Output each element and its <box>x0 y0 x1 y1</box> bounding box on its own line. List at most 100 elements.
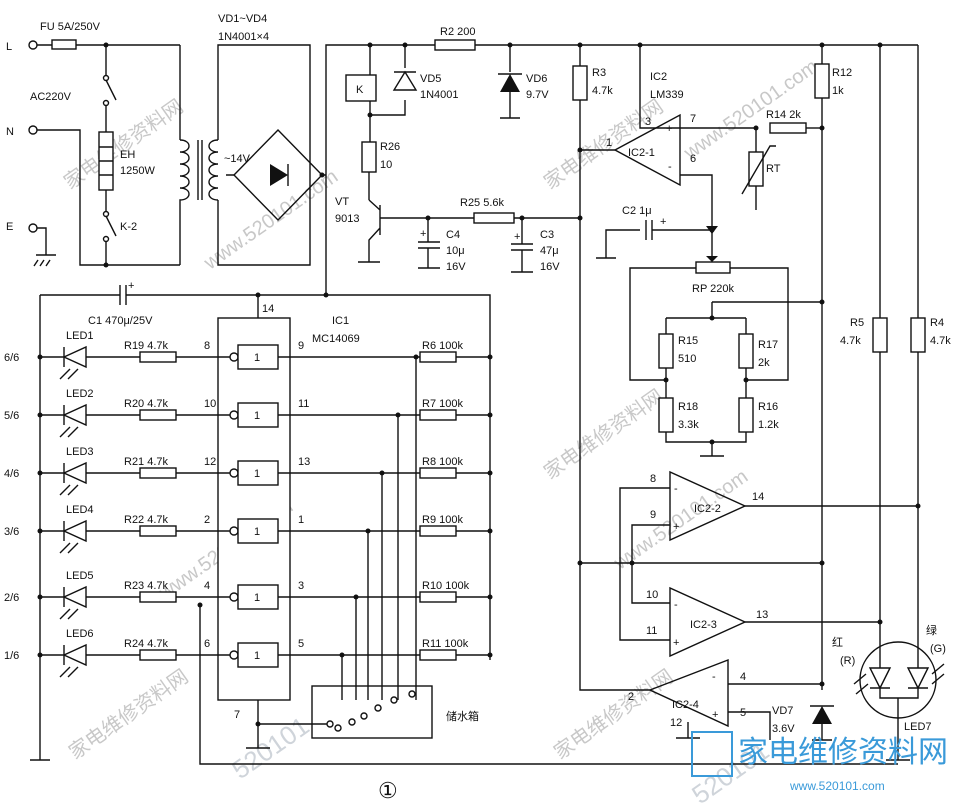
junction-dot <box>487 594 493 600</box>
pulldown-resistor-label: R8 100k <box>422 456 463 468</box>
r25-resistor <box>473 212 515 224</box>
series-resistor-label: R19 4.7k <box>124 340 169 352</box>
bridge-rectifier: VD1~VD4 1N4001×4 <box>218 13 326 222</box>
watermark-number: 520101 <box>226 711 314 785</box>
led-wire <box>40 463 65 483</box>
inverter-input-pin: 1 <box>298 514 304 526</box>
inverter-label: 1 <box>254 468 260 480</box>
watermark-text: 家电维修资料网 <box>539 384 667 484</box>
figure-number: ① <box>378 778 398 803</box>
inverter-input-pin: 9 <box>298 340 304 352</box>
fuse <box>51 39 77 50</box>
r15-label: R15 <box>678 335 698 347</box>
inverter-bubble <box>229 526 239 536</box>
pin-13: 13 <box>756 609 768 621</box>
inverter-input-pin: 13 <box>298 456 310 468</box>
level-label: 2/6 <box>4 592 19 604</box>
pin-10: 10 <box>646 589 658 601</box>
tank-probe <box>408 690 416 698</box>
ic2-4-plus: + <box>712 709 718 721</box>
watermark-text: 家电维修资料网 <box>64 664 192 764</box>
led-label: LED2 <box>66 388 94 400</box>
r17-resistor <box>738 333 754 369</box>
inverter-label: 1 <box>254 650 260 662</box>
ic2-3-minus: - <box>674 599 678 611</box>
ic1-label: IC1 <box>332 315 349 327</box>
pin-3: 3 <box>645 116 651 128</box>
ic2-2-plus: + <box>673 521 679 533</box>
secondary-voltage: ~14V <box>224 153 251 165</box>
series-resistor-label: R21 4.7k <box>124 456 169 468</box>
vd6-label: VD6 <box>526 73 547 85</box>
vd7-value: 3.6V <box>772 723 795 735</box>
r17-label: R17 <box>758 339 778 351</box>
tank-box <box>311 685 433 739</box>
junction-dot <box>487 652 493 658</box>
r15-resistor <box>658 333 674 369</box>
terminal-n-label: N <box>6 126 14 138</box>
inverter-bubble <box>229 592 239 602</box>
level-label: 5/6 <box>4 410 19 422</box>
series-resistor-label: R20 4.7k <box>124 398 169 410</box>
inverter-output-pin: 12 <box>204 456 216 468</box>
pulldown-resistor-label: R10 100k <box>422 580 470 592</box>
logo-url: www.520101.com <box>789 779 885 793</box>
led-diode <box>62 585 87 609</box>
inverter-input-pin: 5 <box>298 638 304 650</box>
c3-label: C3 <box>540 229 554 241</box>
ic2-1-plus: + <box>666 123 672 135</box>
series-resistor <box>139 649 177 661</box>
r25-label: R25 5.6k <box>460 197 505 209</box>
pin-7: 7 <box>690 113 696 125</box>
inverter-output-pin: 6 <box>204 638 210 650</box>
ic1-package <box>217 317 291 701</box>
level-label: 4/6 <box>4 468 19 480</box>
inverter-gate <box>237 344 279 370</box>
watermark-text: 家电维修资料网 <box>59 94 187 194</box>
r12-label: R12 <box>832 67 852 79</box>
pulldown-resistor <box>419 467 457 479</box>
pin-9: 9 <box>650 509 656 521</box>
terminal-e-label: E <box>6 221 13 233</box>
green-code: (G) <box>930 643 946 655</box>
pulldown-resistor-label: R9 100k <box>422 514 463 526</box>
mains-input: L N E AC220V FU 5A/250V EH 1250W K-2 <box>6 21 311 268</box>
r5-label: R5 <box>850 317 864 329</box>
inverter-input-pin: 11 <box>298 398 309 410</box>
junction-dot <box>37 594 43 600</box>
pulldown-resistor-label: R11 100k <box>422 638 469 650</box>
tank-probe <box>390 696 398 704</box>
junction-dot <box>487 470 493 476</box>
r3-label: R3 <box>592 67 606 79</box>
inverter-output-pin: 2 <box>204 514 210 526</box>
thermistor-label: RT <box>766 163 781 175</box>
tank-probe <box>348 718 356 726</box>
watermark-text: 家电维修资料网 <box>539 94 667 194</box>
ac-label: AC220V <box>30 91 72 103</box>
r26-label: R26 <box>380 141 400 153</box>
c1-plus: + <box>128 280 134 292</box>
inverter-rows: + C1 470μ/25V <box>30 280 898 765</box>
junction-dot <box>487 412 493 418</box>
led-wire <box>40 587 65 607</box>
inverter-bubble <box>229 650 239 660</box>
led-label: LED3 <box>66 446 94 458</box>
led-emission <box>59 426 79 438</box>
r26-resistor <box>361 141 377 173</box>
pin-2: 2 <box>628 691 634 703</box>
inverter-label: 1 <box>254 410 260 422</box>
terminal-l-label: L <box>6 41 12 53</box>
r4-resistor <box>910 317 926 353</box>
ic2-label: IC2 <box>650 71 667 83</box>
ic2-2-minus: - <box>674 483 678 495</box>
rp-label: RP 220k <box>692 283 734 295</box>
relay-coil <box>345 74 377 102</box>
pin-1: 1 <box>606 137 612 149</box>
pulldown-resistor-label: R6 100k <box>422 340 463 352</box>
series-resistor <box>139 525 177 537</box>
inverter-output-pin: 10 <box>204 398 216 410</box>
inverter-gate <box>237 584 279 610</box>
junction-dot <box>487 528 493 534</box>
inverter-bubble <box>229 352 239 362</box>
